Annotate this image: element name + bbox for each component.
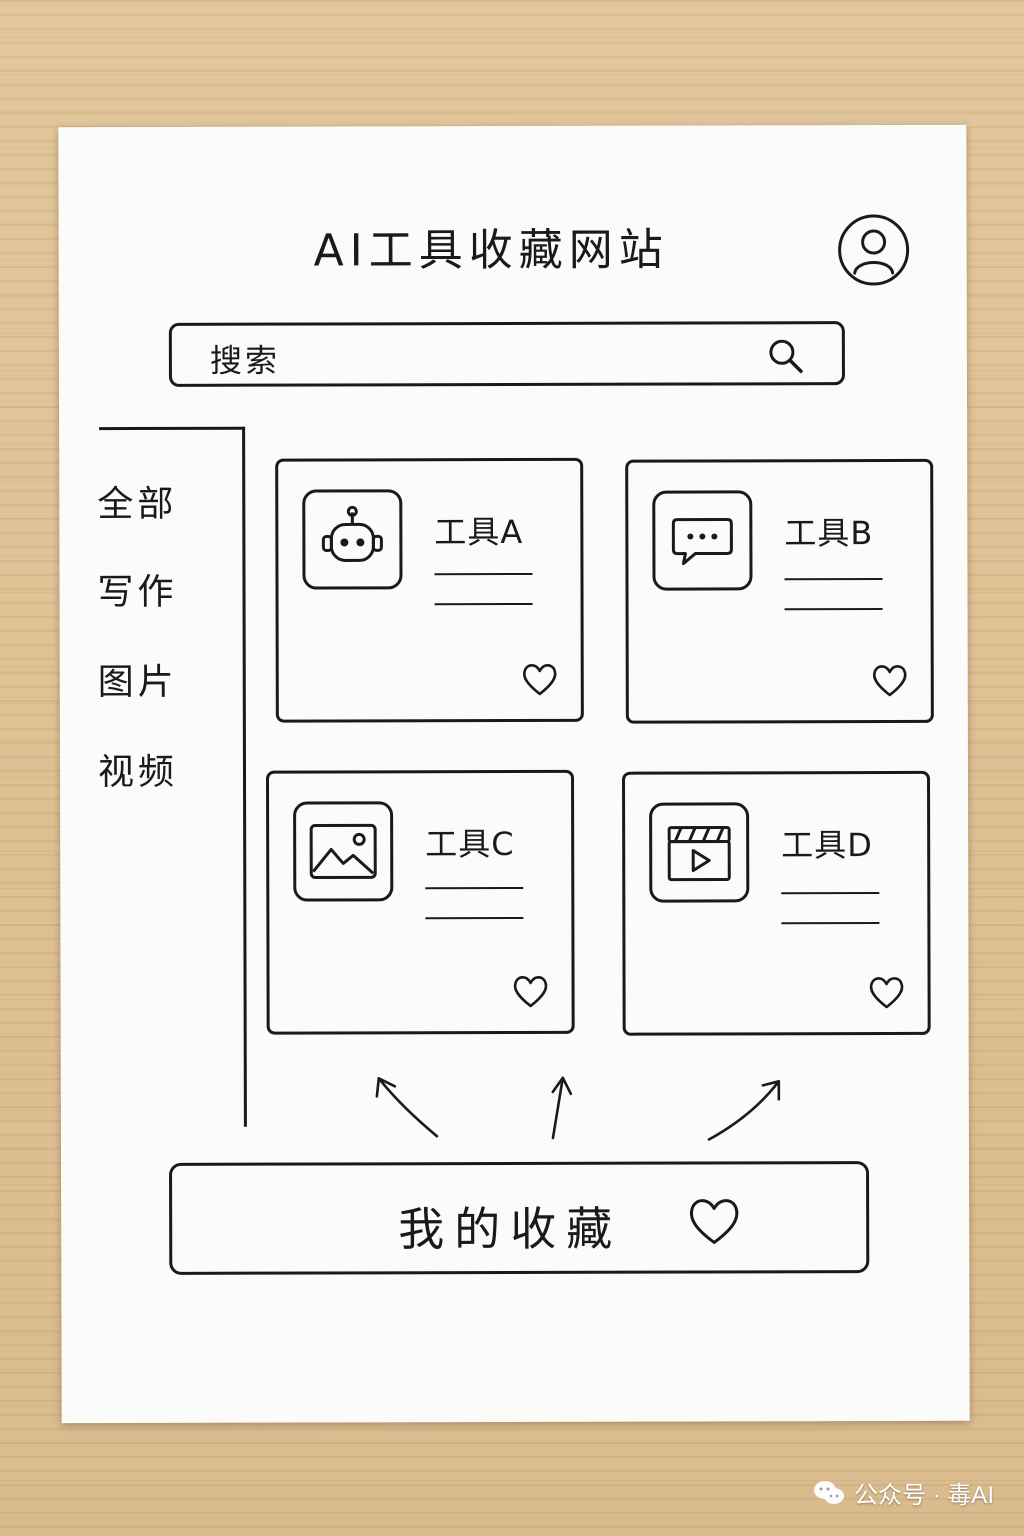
tool-icon-box (293, 801, 394, 902)
my-favorites-label: 我的收藏 (398, 1201, 623, 1257)
tool-icon-box (649, 802, 750, 903)
my-favorites-button[interactable]: 我的收藏 (169, 1161, 870, 1275)
tool-title: 工具A (434, 512, 524, 552)
search-input[interactable]: 搜索 (209, 341, 280, 380)
watermark-text: 公众号 · 毒AI (853, 1482, 994, 1509)
sidebar-item-writing[interactable]: 写作 (97, 571, 178, 614)
tool-icon-box (302, 489, 403, 590)
sidebar-item-videos[interactable]: 视频 (97, 751, 179, 794)
description-line (425, 886, 524, 890)
watermark: 公众号 · 毒AI (812, 1475, 994, 1510)
favorite-heart-icon[interactable] (868, 974, 906, 1010)
favorite-heart-icon[interactable] (521, 661, 559, 697)
favorite-heart-icon[interactable] (512, 973, 550, 1009)
search-bar[interactable]: 搜索 (168, 321, 845, 387)
sidebar-divider (242, 426, 247, 1127)
description-line (781, 892, 880, 895)
chat-bubble-icon (671, 517, 733, 566)
paper-sheet: AI工具收藏网站 搜索 全部 写作 图片 视频 (58, 124, 970, 1424)
sidebar-item-images[interactable]: 图片 (97, 661, 178, 704)
video-clapperboard-icon (667, 825, 731, 882)
tool-card-a[interactable]: 工具A (275, 457, 584, 723)
wechat-icon (813, 1480, 844, 1504)
robot-icon (321, 505, 383, 562)
heart-icon (689, 1199, 739, 1244)
tool-icon-box (652, 490, 753, 591)
page-title: AI工具收藏网站 (313, 224, 669, 277)
user-avatar[interactable] (837, 213, 911, 287)
tool-title: 工具B (784, 514, 874, 553)
sidebar-top-divider (99, 426, 246, 431)
sidebar-item-all[interactable]: 全部 (97, 483, 178, 526)
favorites-arrows (375, 1076, 781, 1141)
description-line (784, 608, 883, 611)
description-line (781, 922, 880, 925)
description-line (784, 578, 883, 581)
search-icon[interactable] (766, 336, 806, 376)
tool-card-b[interactable]: 工具B (625, 458, 934, 724)
description-line (434, 572, 533, 576)
user-icon (838, 214, 910, 286)
tool-card-c[interactable]: 工具C (265, 769, 575, 1035)
favorite-heart-icon[interactable] (871, 662, 909, 698)
description-line (434, 602, 533, 606)
tool-title: 工具D (781, 826, 873, 865)
image-icon (309, 823, 377, 880)
description-line (425, 916, 524, 920)
tool-card-d[interactable]: 工具D (621, 770, 931, 1036)
tool-title: 工具C (425, 824, 515, 864)
